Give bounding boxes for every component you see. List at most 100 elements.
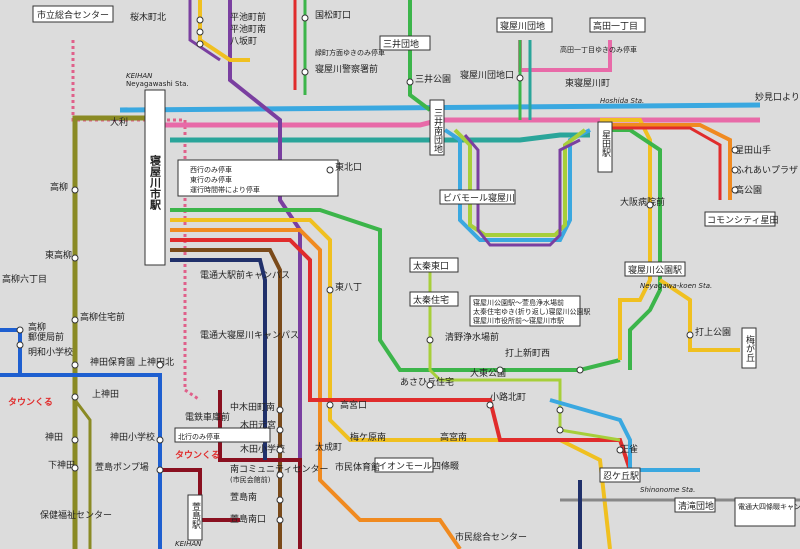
jr-neyagawa-koen-label: Neyagawa-koen Sta. (640, 282, 712, 290)
stop-label: 市民総合センター (455, 531, 527, 543)
town-kuru-label: タウンくる (8, 396, 53, 408)
mitsui-danchi-label: 三井団地 (383, 38, 419, 50)
note-line2: 東行のみ停車 (190, 175, 232, 184)
stop-label: 高柳 (28, 321, 46, 333)
stop-label: 打上公園 (695, 326, 731, 338)
stop-label: 打上新町西 (505, 347, 550, 359)
stop-label: 高柳住宅前 (80, 311, 125, 323)
route-line-loop-purple (463, 134, 581, 247)
mitsui-minami-box[interactable] (429, 99, 445, 156)
route-line-upper-purple2 (188, 0, 221, 62)
takada-box[interactable] (589, 17, 646, 33)
stop-label: 桜木町北 (130, 11, 166, 23)
kayashima-label: 萱島駅 (190, 501, 201, 530)
ueda-label: 梅が丘 (744, 334, 755, 362)
route-line-loop-lime (453, 128, 587, 237)
seiryu-box[interactable] (674, 497, 716, 513)
route-line-red (170, 238, 632, 471)
tai-sumi-label: 太秦住宅 (413, 294, 449, 306)
bivi-box[interactable] (439, 189, 516, 205)
stop-label: 東八丁 (335, 281, 362, 293)
stop-label: 電通大寝屋川キャンパス (200, 329, 299, 341)
tai-higashi-box[interactable] (409, 257, 459, 273)
route-line-west-blue (0, 373, 162, 549)
stop-label: 市民体育館 (335, 461, 380, 473)
denpu-box[interactable] (734, 497, 796, 527)
stop-label: 三井公園 (415, 73, 451, 85)
tai-sumi-box[interactable] (409, 291, 459, 307)
stop-label: 上神田 (92, 388, 119, 400)
stop-label: 平池町前 (230, 11, 266, 23)
denpu-label: 電通大四條畷キャンパス (738, 502, 800, 511)
jr-hoshida-label: Hoshida Sta. (600, 97, 644, 105)
route-line-darkred (218, 390, 302, 549)
stop-label: ふれあいプラザ (735, 165, 798, 176)
stop-label: 八坂町 (230, 36, 257, 47)
stop-label: あさひ丘住宅 (400, 376, 454, 388)
stop-label: 明和小学校 (28, 346, 73, 358)
kida-note-box (174, 427, 271, 443)
jr-shinomune-label: Shinonome Sta. (640, 486, 695, 494)
stop-label: 平池町南 (230, 23, 266, 35)
shinomune-label: 忍ケ丘駅 (603, 471, 639, 482)
route-line-orange (170, 228, 462, 549)
stop-label: (市民会館前) (230, 475, 271, 484)
stop-label: 東北口 (335, 161, 362, 173)
stop-label: 緑町方面ゆきのみ停車 (315, 48, 385, 57)
stop-label: 寝屋川警察署前 (315, 63, 378, 75)
ion-label: イオンモール四條畷 (378, 460, 459, 472)
stop-label: 保健福祉センター (40, 509, 112, 521)
comm-label: コモンシティ星田 (707, 215, 778, 226)
ion-box[interactable] (374, 457, 434, 473)
legend-line2: 太秦住宅ゆき(折り返し)寝屋川公園駅 (473, 307, 590, 316)
stop-label: 高柳六丁目 (2, 273, 47, 285)
stop-label: 神田 (45, 431, 63, 443)
stop-label: 電鉄車庫前 (185, 411, 230, 423)
stop-label: 高宮南 (440, 431, 467, 443)
keihan-label: KEIHAN (126, 72, 153, 80)
route-line-east-red (600, 126, 722, 200)
route-line-north-green (408, 0, 432, 112)
route-line-south-lime (428, 260, 621, 442)
stop-label: 電通大駅前キャンパス (200, 269, 290, 281)
stop-label: 下神田 (48, 459, 75, 471)
route-line-east-green (600, 128, 662, 370)
mitsui-minami-label: 三井南団地 (432, 108, 443, 153)
route-line-dotted-pink (71, 40, 201, 402)
stop-label: 萱島南 (230, 491, 257, 503)
comm-box[interactable] (704, 211, 776, 227)
mitsui-danchi-box[interactable] (379, 35, 431, 51)
neyagawa-shi-station-box[interactable] (144, 89, 166, 266)
neyagawa-koen-box[interactable] (624, 261, 686, 277)
stop-label: 国松町口 (315, 9, 351, 21)
route-line-loop-blue (443, 128, 591, 242)
neyagawa-danchi-box[interactable] (496, 17, 553, 33)
stop-label: 神田保育園 (90, 356, 135, 368)
stop-label: 東寝屋川町 (565, 77, 610, 89)
ueda-box[interactable] (741, 327, 757, 369)
stop-label: 太成町 (315, 441, 342, 453)
kayashima-box[interactable] (187, 494, 203, 541)
stop-label: 高宮口 (340, 399, 367, 411)
neyagawa-koen-label: 寝屋川公園駅 (628, 264, 682, 276)
stop-label: 高公園 (735, 184, 762, 196)
stop-label: 妙見口より (755, 91, 800, 103)
route-line-olive (72, 115, 145, 549)
stop-label: 高田一丁目ゆきのみ停車 (560, 45, 637, 54)
bivi-label: ビバモール寝屋川 (443, 192, 515, 204)
note-box (177, 159, 339, 197)
stop-label: 清野浄水場前 (445, 331, 499, 343)
route-line-yellow (170, 218, 612, 549)
stop-label: 星田山手 (735, 144, 771, 156)
stop-label: 小路北町 (490, 391, 526, 403)
stop-label: 正雀 (620, 443, 638, 455)
hoshida-box[interactable] (597, 121, 613, 173)
city-center-box[interactable] (32, 5, 114, 23)
route-line-east-yellow (600, 118, 652, 360)
stop-label: 寝屋川団地口 (460, 69, 514, 81)
shinomune-box[interactable] (599, 467, 641, 483)
stop-markers (16, 14, 739, 524)
stop-label: 南コミュニティセンター (230, 463, 328, 475)
route-line-west-olive2 (73, 399, 92, 549)
stop-label: 上神田北 (138, 356, 174, 368)
